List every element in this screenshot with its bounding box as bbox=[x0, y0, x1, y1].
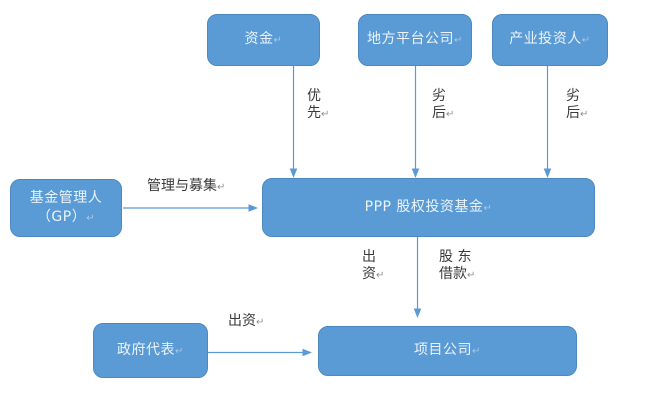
node-government-rep-label: 政府代表↵ bbox=[117, 341, 184, 358]
paragraph-mark: ↵ bbox=[217, 182, 226, 193]
arrow-ppp-fund-to-project-company bbox=[413, 237, 422, 318]
node-local-platform-label: 地方平台公司↵ bbox=[367, 31, 463, 47]
node-industrial-investor-label: 产业投资人↵ bbox=[509, 31, 591, 47]
edge-label-subordinate-a: 劣 后↵ bbox=[432, 88, 455, 121]
node-ppp-fund-label: PPP 股权投资基金↵ bbox=[364, 198, 493, 215]
paragraph-mark: ↵ bbox=[581, 35, 591, 46]
node-industrial-investor: 产业投资人↵ bbox=[492, 14, 608, 66]
node-funds-label: 资金↵ bbox=[244, 31, 283, 47]
arrow-industrial-investor-to-ppp-fund bbox=[543, 66, 552, 178]
edge-label-contribute-bottom: 出资↵ bbox=[228, 313, 265, 329]
paragraph-mark: ↵ bbox=[446, 109, 455, 120]
node-fund-manager-label-line1: 基金管理人 bbox=[29, 189, 103, 206]
node-local-platform: 地方平台公司↵ bbox=[358, 14, 472, 66]
paragraph-mark: ↵ bbox=[454, 35, 463, 46]
paragraph-mark: ↵ bbox=[175, 345, 184, 357]
node-fund-manager-label-line2: （GP）↵ bbox=[36, 208, 96, 225]
arrow-government-rep-to-project-company bbox=[208, 348, 312, 357]
arrow-funds-to-ppp-fund bbox=[289, 66, 298, 178]
paragraph-mark: ↵ bbox=[273, 35, 283, 46]
edge-label-contribute: 出 资↵ bbox=[362, 249, 385, 282]
paragraph-mark: ↵ bbox=[376, 270, 385, 281]
node-project-company-label: 项目公司↵ bbox=[414, 342, 481, 358]
arrow-local-platform-to-ppp-fund bbox=[411, 66, 420, 178]
edge-label-priority: 优 先↵ bbox=[307, 88, 330, 121]
node-project-company: 项目公司↵ bbox=[318, 326, 577, 376]
arrow-fund-manager-to-ppp-fund bbox=[123, 204, 258, 212]
paragraph-mark: ↵ bbox=[580, 109, 589, 120]
paragraph-mark: ↵ bbox=[86, 212, 96, 224]
paragraph-mark: ↵ bbox=[256, 317, 265, 328]
node-fund-manager: 基金管理人 （GP）↵ bbox=[10, 179, 122, 237]
node-funds: 资金↵ bbox=[207, 14, 320, 66]
edge-label-shareholder-loan: 股 东 借款↵ bbox=[439, 249, 476, 282]
edge-label-manage-and-raise: 管理与募集↵ bbox=[147, 178, 226, 194]
paragraph-mark: ↵ bbox=[467, 270, 476, 281]
paragraph-mark: ↵ bbox=[472, 346, 481, 357]
node-government-rep: 政府代表↵ bbox=[93, 323, 208, 378]
node-ppp-fund: PPP 股权投资基金↵ bbox=[262, 178, 595, 237]
paragraph-mark: ↵ bbox=[483, 202, 493, 214]
paragraph-mark: ↵ bbox=[321, 109, 330, 120]
edge-label-subordinate-b: 劣 后↵ bbox=[566, 88, 589, 121]
